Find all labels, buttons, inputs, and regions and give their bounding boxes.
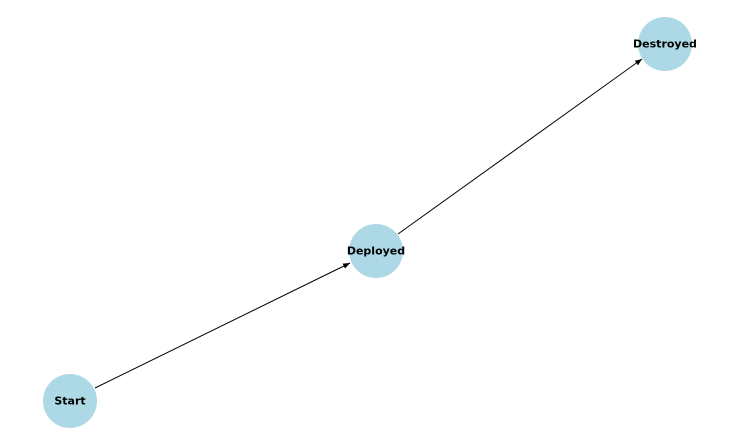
node-destroyed-circle	[638, 17, 692, 71]
node-destroyed-label: Destroyed	[633, 38, 697, 51]
node-deployed: Deployed	[347, 224, 405, 278]
node-deployed-circle	[349, 224, 403, 278]
node-start-circle	[43, 374, 97, 428]
node-destroyed: Destroyed	[633, 17, 697, 71]
node-start: Start	[43, 374, 97, 428]
node-start-label: Start	[54, 395, 85, 408]
edge-start-to-deployed	[94, 262, 351, 389]
edge-deployed-to-destroyed	[397, 58, 643, 235]
node-deployed-label: Deployed	[347, 245, 405, 258]
